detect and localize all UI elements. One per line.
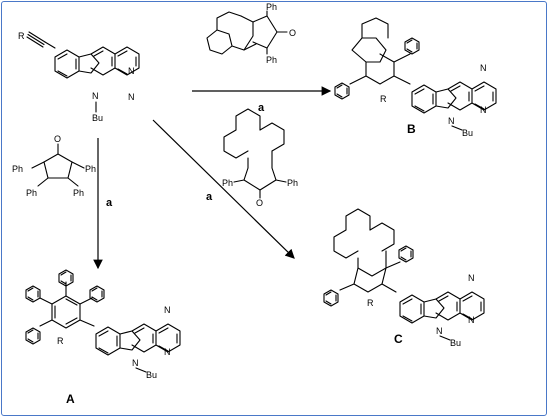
phenyl-label: Ph xyxy=(266,2,277,12)
atom-R: R xyxy=(57,336,64,346)
atom-N: N xyxy=(448,116,455,126)
reagent-label-a: a xyxy=(106,197,113,209)
atom-N: N xyxy=(164,347,171,357)
reagent-acecyclone: Ph Ph O xyxy=(206,2,296,65)
compound-label-A: A xyxy=(66,392,75,406)
reagent-phencyclone: Ph Ph O xyxy=(222,108,298,208)
phenyl-label: Ph xyxy=(266,55,277,65)
atom-N: N xyxy=(132,358,139,368)
atom-O: O xyxy=(256,198,263,208)
reagent-label-a: a xyxy=(206,191,213,203)
butyl-label: Bu xyxy=(146,370,157,380)
product-A: R N N N Bu A xyxy=(25,269,181,406)
butyl-label: Bu xyxy=(450,338,461,348)
atom-N: N xyxy=(128,92,135,102)
atom-N: N xyxy=(436,326,443,336)
atom-N: N xyxy=(128,66,135,76)
compound-label-C: C xyxy=(394,332,403,346)
reagent-label-a: a xyxy=(258,102,265,114)
phenyl-label: Ph xyxy=(85,164,96,174)
phenyl-label: Ph xyxy=(12,164,23,174)
atom-R: R xyxy=(380,94,387,104)
starting-alkyne: R N N N Bu xyxy=(18,31,140,123)
butyl-label: Bu xyxy=(92,113,103,123)
atom-N: N xyxy=(164,305,171,315)
reagent-tetracyclone: O Ph Ph Ph Ph xyxy=(12,134,96,198)
compound-label-B: B xyxy=(407,122,416,136)
atom-O: O xyxy=(54,134,61,144)
product-C: R N N N Bu C xyxy=(323,208,485,348)
product-B: R N N N Bu B xyxy=(334,17,497,138)
atom-N: N xyxy=(468,315,475,325)
atom-N: N xyxy=(468,273,475,283)
atom-R: R xyxy=(18,31,25,41)
atom-N: N xyxy=(480,63,487,73)
atom-O: O xyxy=(289,28,296,38)
phenyl-label: Ph xyxy=(73,188,84,198)
butyl-label: Bu xyxy=(462,128,473,138)
atom-R: R xyxy=(367,298,374,308)
phenyl-label: Ph xyxy=(26,188,37,198)
phenyl-label: Ph xyxy=(287,178,298,188)
arrow-to-C xyxy=(152,119,295,259)
atom-N: N xyxy=(92,91,99,101)
phenyl-label: Ph xyxy=(222,178,233,188)
atom-N: N xyxy=(480,105,487,115)
